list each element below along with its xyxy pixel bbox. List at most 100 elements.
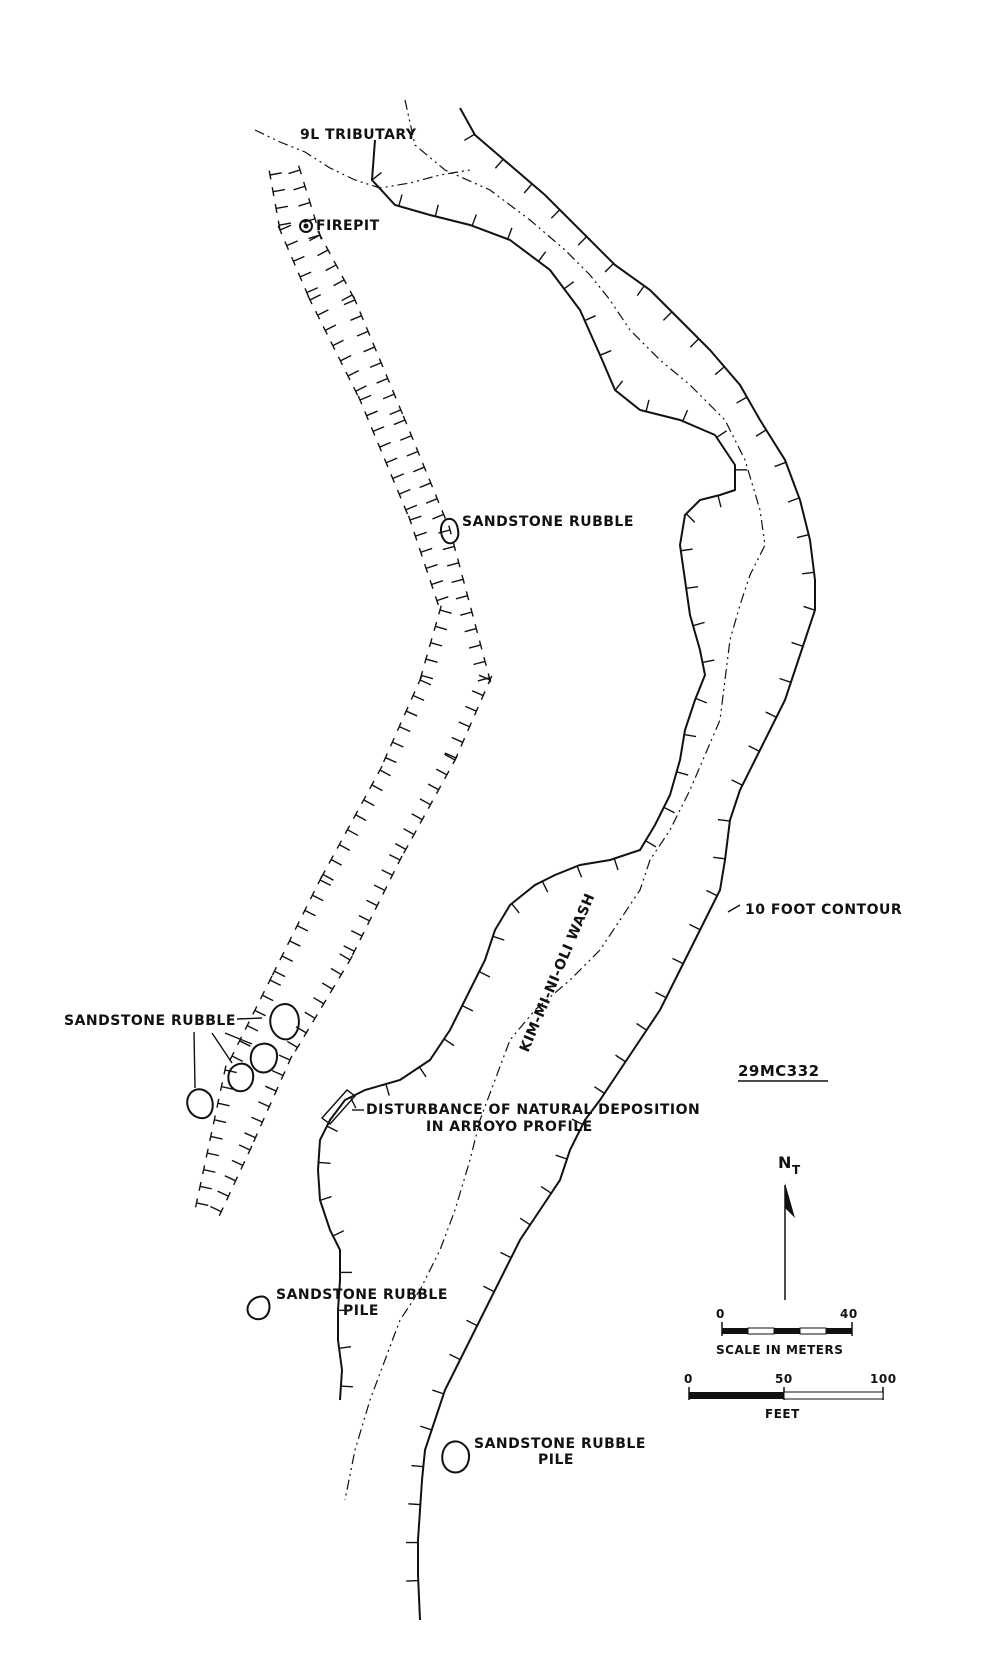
hachure-tick xyxy=(676,771,689,776)
hachure-tick xyxy=(571,1118,584,1126)
t-hachure-stem xyxy=(224,1175,236,1182)
t-hachure-bar xyxy=(330,341,336,350)
t-hachure-bar xyxy=(424,563,429,573)
t-hachure-bar xyxy=(429,580,434,590)
hachure-tick xyxy=(717,818,730,822)
hachure-tick xyxy=(385,1083,390,1096)
t-hachure-stem xyxy=(324,324,337,332)
t-hachure-stem xyxy=(330,967,342,976)
t-hachure-stem xyxy=(258,1101,270,1108)
hachure-tick xyxy=(636,285,645,297)
t-hachure-stem xyxy=(309,294,322,301)
site-id: 29MC332 xyxy=(738,1062,828,1082)
t-hachure-stem xyxy=(411,813,423,821)
t-hachure-bar xyxy=(428,478,434,488)
hachure-tick xyxy=(614,380,624,391)
sandstone-rubble-pile-bottom xyxy=(441,1440,470,1474)
north-subscript: T xyxy=(792,1163,801,1177)
t-hachure-stem xyxy=(406,450,419,457)
t-hachure-bar xyxy=(317,875,323,885)
t-hachure-bar xyxy=(359,311,364,321)
t-hachure-bar xyxy=(396,489,402,499)
hachure-tick xyxy=(655,991,667,999)
t-hachure-bar xyxy=(303,1028,310,1038)
hachure-tick xyxy=(461,1005,474,1012)
t-hachure-stem xyxy=(382,393,395,400)
hachure-tick xyxy=(713,856,726,860)
t-hachure-bar xyxy=(424,654,428,664)
t-hachure-bar xyxy=(467,722,473,732)
t-hachure-stem xyxy=(478,674,491,681)
hachure-tick xyxy=(613,858,619,871)
t-hachure-stem xyxy=(363,346,375,353)
hachure-tick xyxy=(577,236,588,246)
t-hachure-stem xyxy=(412,466,425,473)
t-hachure-stem xyxy=(444,753,456,761)
t-hachure-stem xyxy=(468,644,481,649)
t-hachure-stem xyxy=(281,955,294,963)
hachure-tick xyxy=(466,1319,478,1327)
t-hachure-bar xyxy=(417,675,423,685)
t-hachure-stem xyxy=(343,299,356,306)
hachure-tick xyxy=(434,204,439,217)
firepit-label: FIREPIT xyxy=(316,218,380,234)
hachure-tick xyxy=(519,1217,531,1226)
t-hachure-stem xyxy=(319,879,332,886)
t-hachure-bar xyxy=(415,447,421,456)
t-hachure-bar xyxy=(352,386,359,396)
t-hachure-stem xyxy=(264,1085,277,1092)
t-hachure-bar xyxy=(374,901,380,910)
t-hachure-bar xyxy=(333,260,339,270)
hachure-tick xyxy=(555,1154,568,1160)
hachure-tick xyxy=(765,711,777,718)
hachure-tick xyxy=(755,429,767,437)
t-hachure-stem xyxy=(333,279,345,287)
hachure-tick xyxy=(803,605,816,611)
rubble-pile-left-label-line2: PILE xyxy=(343,1303,379,1319)
scale-bar-feet: 0 50 100 FEET xyxy=(684,1372,897,1421)
t-hachure-stem xyxy=(278,1054,291,1061)
t-hachure-bar xyxy=(279,951,285,961)
t-hachure-stem xyxy=(217,1102,230,1107)
t-hachure-bar xyxy=(389,870,396,880)
t-hachure-stem xyxy=(363,799,375,807)
t-hachure-stem xyxy=(304,1011,316,1019)
hachure-tick xyxy=(550,209,561,219)
scale-feet-max: 100 xyxy=(870,1372,897,1386)
t-hachure-bar xyxy=(456,558,461,568)
t-hachure-bar xyxy=(345,371,351,381)
hachure-tick xyxy=(408,1503,421,1506)
t-hachure-bar xyxy=(377,765,383,775)
t-hachure-stem xyxy=(419,798,431,806)
t-hachure-stem xyxy=(251,1116,263,1123)
hachure-tick xyxy=(371,171,382,181)
disturbance-label-line2: IN ARROYO PROFILE xyxy=(426,1119,593,1135)
t-hachure-stem xyxy=(293,255,305,262)
t-hachure-stem xyxy=(430,642,443,647)
hachure-tick xyxy=(774,461,787,468)
t-hachure-bar xyxy=(487,675,493,685)
t-hachure-stem xyxy=(403,828,415,836)
t-hachure-stem xyxy=(350,315,362,321)
t-hachure-bar xyxy=(287,1055,293,1065)
t-hachure-bar xyxy=(382,886,388,895)
t-hachure-stem xyxy=(379,441,391,448)
hachure-tick xyxy=(511,903,520,914)
hachure-tick xyxy=(645,840,657,848)
firepit-icon xyxy=(299,219,313,233)
t-hachure-stem xyxy=(425,498,438,504)
t-hachure-stem xyxy=(279,224,292,231)
t-hachure-bar xyxy=(480,691,486,700)
t-hachure-stem xyxy=(419,679,432,686)
t-hachure-bar xyxy=(218,1207,224,1216)
t-hachure-bar xyxy=(274,203,278,214)
scale-meters-caption: SCALE IN METERS xyxy=(716,1343,843,1357)
hachure-tick xyxy=(802,571,815,575)
t-hachure-stem xyxy=(312,894,324,902)
t-hachure-bar xyxy=(470,607,474,617)
t-hachure-stem xyxy=(473,660,486,666)
t-hachure-bar xyxy=(433,621,438,631)
t-hachure-bar xyxy=(434,494,440,504)
t-hachure-stem xyxy=(317,309,329,316)
scale-feet-min: 0 xyxy=(684,1372,693,1386)
